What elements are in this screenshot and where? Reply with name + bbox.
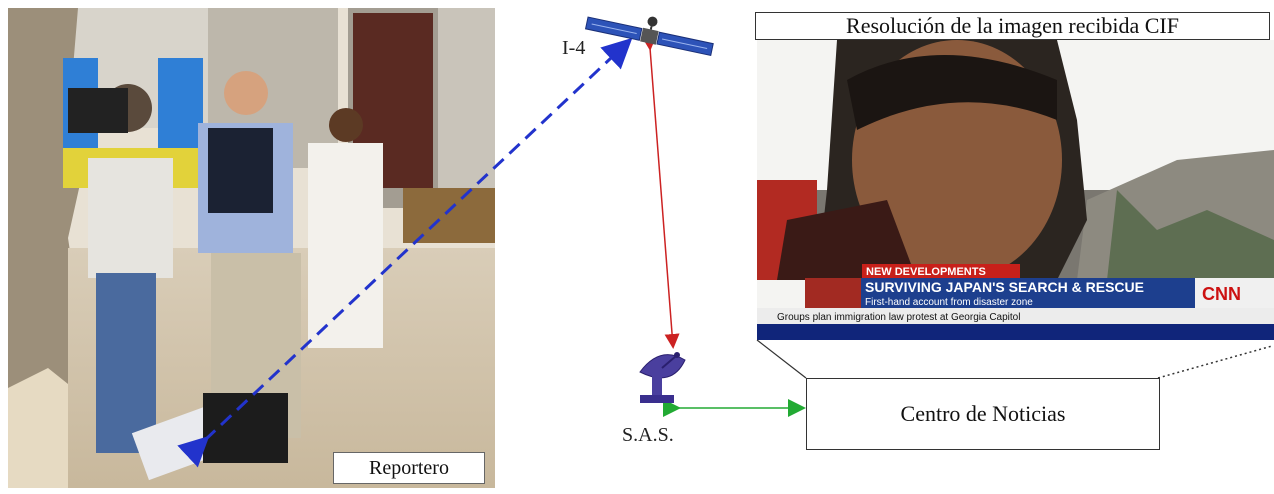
channel-logo: CNN xyxy=(1202,284,1241,304)
ticker-text: Groups plan immigration law protest at G… xyxy=(777,312,1020,323)
frame-connector-left xyxy=(756,339,807,379)
received-broadcast-frame: NEW DEVELOPMENTS SURVIVING JAPAN'S SEARC… xyxy=(757,40,1274,340)
banner-text: NEW DEVELOPMENTS xyxy=(866,266,986,278)
headline-text: SURVIVING JAPAN'S SEARCH & RESCUE xyxy=(865,279,1144,295)
station-label: S.A.S. xyxy=(622,424,674,446)
news-center-box: Centro de Noticias xyxy=(806,378,1160,450)
satellite-dish-icon xyxy=(639,352,686,403)
satellite-label: I-4 xyxy=(562,37,586,59)
subheadline-text: First-hand account from disaster zone xyxy=(865,297,1033,308)
uplink-line xyxy=(177,37,633,468)
received-image-title: Resolución de la imagen recibida CIF xyxy=(755,12,1270,40)
reporter-label: Reportero xyxy=(333,452,485,484)
satellite-icon xyxy=(584,16,714,57)
frame-connector-right xyxy=(1157,345,1273,379)
satellite-downlink-line xyxy=(641,35,680,349)
broadcast-illustration: NEW DEVELOPMENTS SURVIVING JAPAN'S SEARC… xyxy=(757,40,1274,340)
